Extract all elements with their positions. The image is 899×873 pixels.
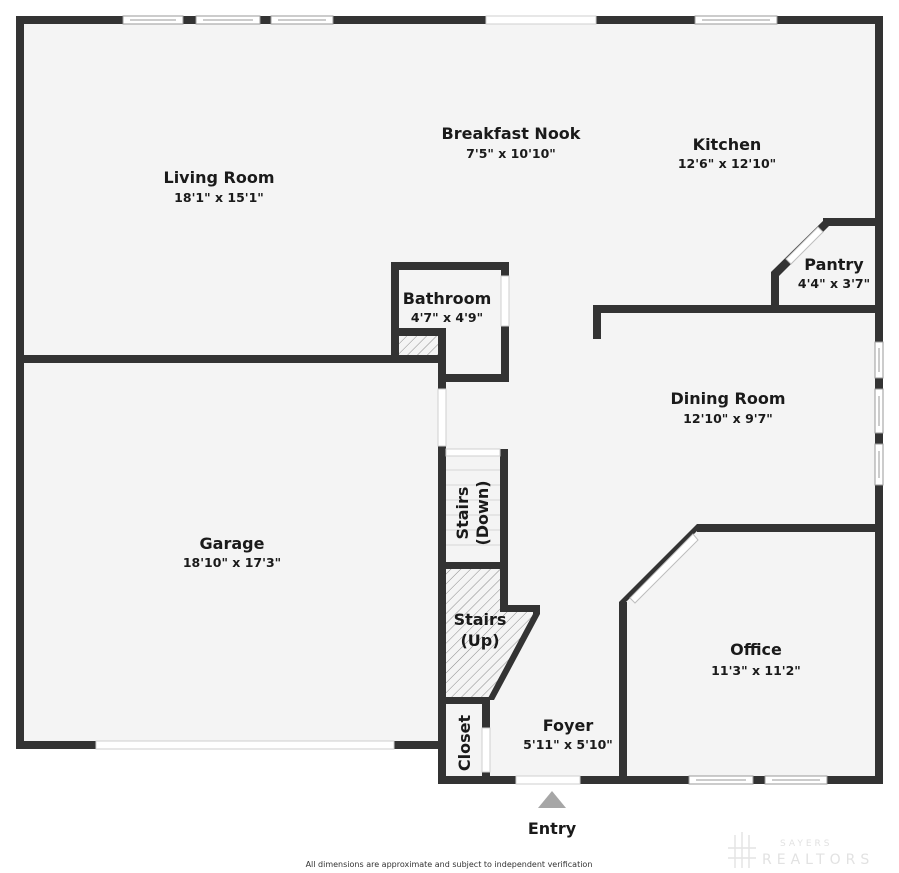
svg-text:Foyer: Foyer [543,716,594,735]
svg-text:Breakfast Nook: Breakfast Nook [442,124,581,143]
svg-text:12'6" x 12'10": 12'6" x 12'10" [678,156,776,171]
room-breakfast-nook: Breakfast Nook 7'5" x 10'10" [442,124,581,161]
svg-text:Closet: Closet [455,715,474,772]
watermark-icon [728,832,756,868]
svg-text:Bathroom: Bathroom [403,289,492,308]
floor-area [20,20,878,780]
svg-text:Pantry: Pantry [804,255,864,274]
disclaimer: All dimensions are approximate and subje… [306,860,593,869]
entry-arrow-icon [538,791,566,808]
stairs-down-treads [446,469,503,546]
svg-text:Office: Office [730,640,782,659]
svg-text:7'5" x 10'10": 7'5" x 10'10" [466,146,556,161]
stairs-up-hatch [446,568,536,697]
room-garage: Garage 18'10" x 17'3" [183,534,281,570]
svg-text:(Down): (Down) [473,480,492,545]
room-office: Office 11'3" x 11'2" [711,640,801,678]
svg-text:(Up): (Up) [460,631,499,650]
svg-text:12'10" x 9'7": 12'10" x 9'7" [683,411,773,426]
room-foyer: Foyer 5'11" x 5'10" [523,716,613,752]
room-pantry: Pantry 4'4" x 3'7" [798,255,870,291]
room-living-room: Living Room 18'1" x 15'1" [164,168,275,205]
svg-text:18'1" x 15'1": 18'1" x 15'1" [174,190,264,205]
svg-text:5'11" x 5'10": 5'11" x 5'10" [523,737,613,752]
room-dining-room: Dining Room 12'10" x 9'7" [670,389,785,426]
svg-text:18'10" x 17'3": 18'10" x 17'3" [183,555,281,570]
svg-text:Garage: Garage [200,534,265,553]
svg-text:Stairs: Stairs [453,487,472,540]
bathroom-hatch [399,336,439,356]
svg-text:4'4" x 3'7": 4'4" x 3'7" [798,276,870,291]
svg-text:11'3" x 11'2": 11'3" x 11'2" [711,663,801,678]
svg-text:4'7" x 4'9": 4'7" x 4'9" [411,310,483,325]
svg-text:REALTORS: REALTORS [762,852,874,868]
windows [95,15,884,785]
svg-text:Dining Room: Dining Room [670,389,785,408]
entry-label: Entry [528,819,577,838]
svg-text:Kitchen: Kitchen [693,135,762,154]
room-bathroom: Bathroom 4'7" x 4'9" [403,289,492,325]
svg-text:Stairs: Stairs [454,610,507,629]
diagonal-openings [619,218,831,605]
stairs-down-label: Stairs (Down) [453,480,492,545]
room-kitchen: Kitchen 12'6" x 12'10" [678,135,776,171]
svg-text:SAYERS: SAYERS [780,839,833,849]
closet-label: Closet [455,715,474,772]
stairs-up-label: Stairs (Up) [454,610,507,650]
watermark-logo: SAYERS REALTORS [728,832,874,868]
svg-text:Living Room: Living Room [164,168,275,187]
